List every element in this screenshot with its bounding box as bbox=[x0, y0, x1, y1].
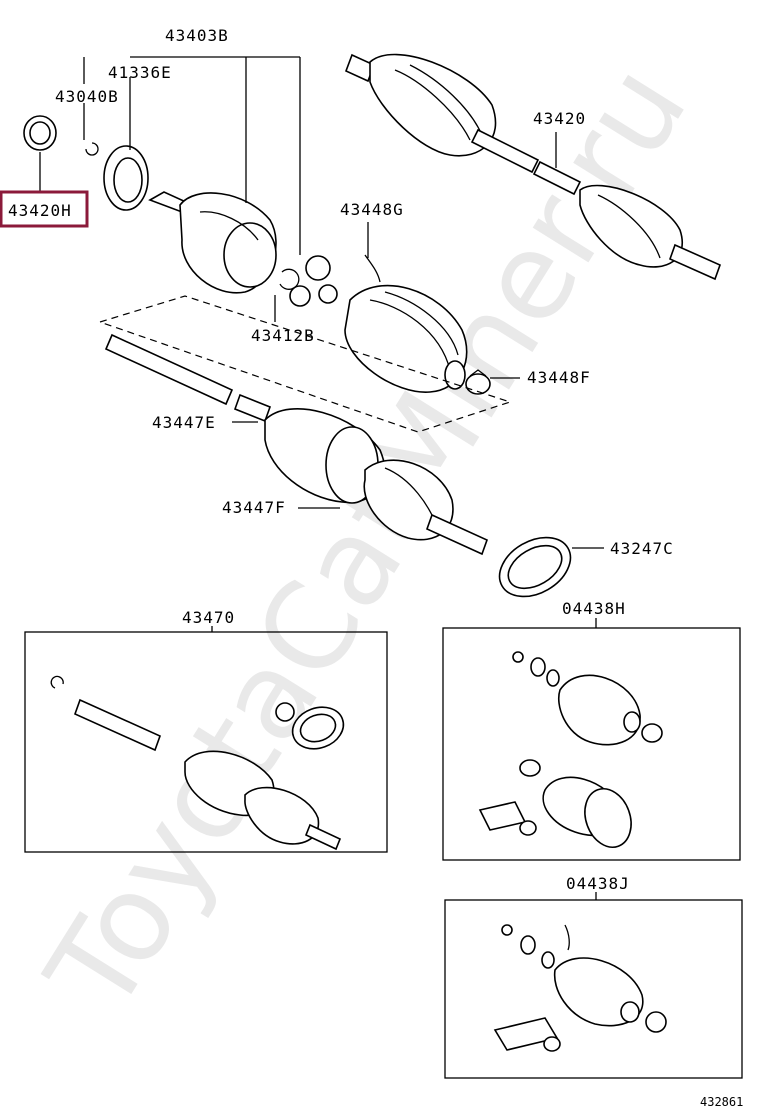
label-43403B[interactable]: 43403B bbox=[165, 26, 229, 45]
snap-ring-43040B[interactable] bbox=[85, 142, 99, 156]
label-43447E[interactable]: 43447E bbox=[152, 413, 216, 432]
label-43447F[interactable]: 43447F bbox=[222, 498, 286, 517]
box-04438H[interactable] bbox=[442, 618, 741, 861]
label-43040B[interactable]: 43040B bbox=[55, 87, 119, 106]
label-43420[interactable]: 43420 bbox=[533, 109, 586, 128]
label-43448F[interactable]: 43448F bbox=[527, 368, 591, 387]
label-41336E[interactable]: 41336E bbox=[108, 63, 172, 82]
figure-id: 432861 bbox=[700, 1095, 743, 1109]
box-04438J[interactable] bbox=[444, 892, 743, 1079]
ring-41336E[interactable] bbox=[103, 145, 149, 211]
label-43412B[interactable]: 43412B bbox=[251, 326, 315, 345]
leader-lines-mid bbox=[367, 222, 520, 379]
drive-shaft-43420[interactable] bbox=[344, 53, 722, 281]
shaft-43447E[interactable] bbox=[104, 333, 272, 423]
leader-lines-top-left bbox=[39, 56, 301, 322]
seal-43420H[interactable] bbox=[23, 115, 57, 151]
highlight-43420H bbox=[0, 190, 89, 228]
joint-43447F[interactable] bbox=[264, 408, 489, 556]
label-04438J[interactable]: 04438J bbox=[566, 874, 630, 893]
ring-43247C[interactable] bbox=[489, 525, 581, 608]
label-04438H[interactable]: 04438H bbox=[562, 599, 626, 618]
box-43470[interactable] bbox=[24, 626, 388, 853]
outboard-joint-43403B[interactable] bbox=[148, 191, 277, 294]
spider-43412B[interactable] bbox=[279, 255, 338, 307]
leader-lines-lower bbox=[232, 421, 604, 549]
assembly-outline bbox=[98, 295, 512, 433]
label-43448G[interactable]: 43448G bbox=[340, 200, 404, 219]
label-43420H[interactable]: 43420H bbox=[8, 201, 72, 220]
label-43470[interactable]: 43470 bbox=[182, 608, 235, 627]
boot-43448G[interactable] bbox=[344, 254, 468, 393]
label-43247C[interactable]: 43247C bbox=[610, 539, 674, 558]
